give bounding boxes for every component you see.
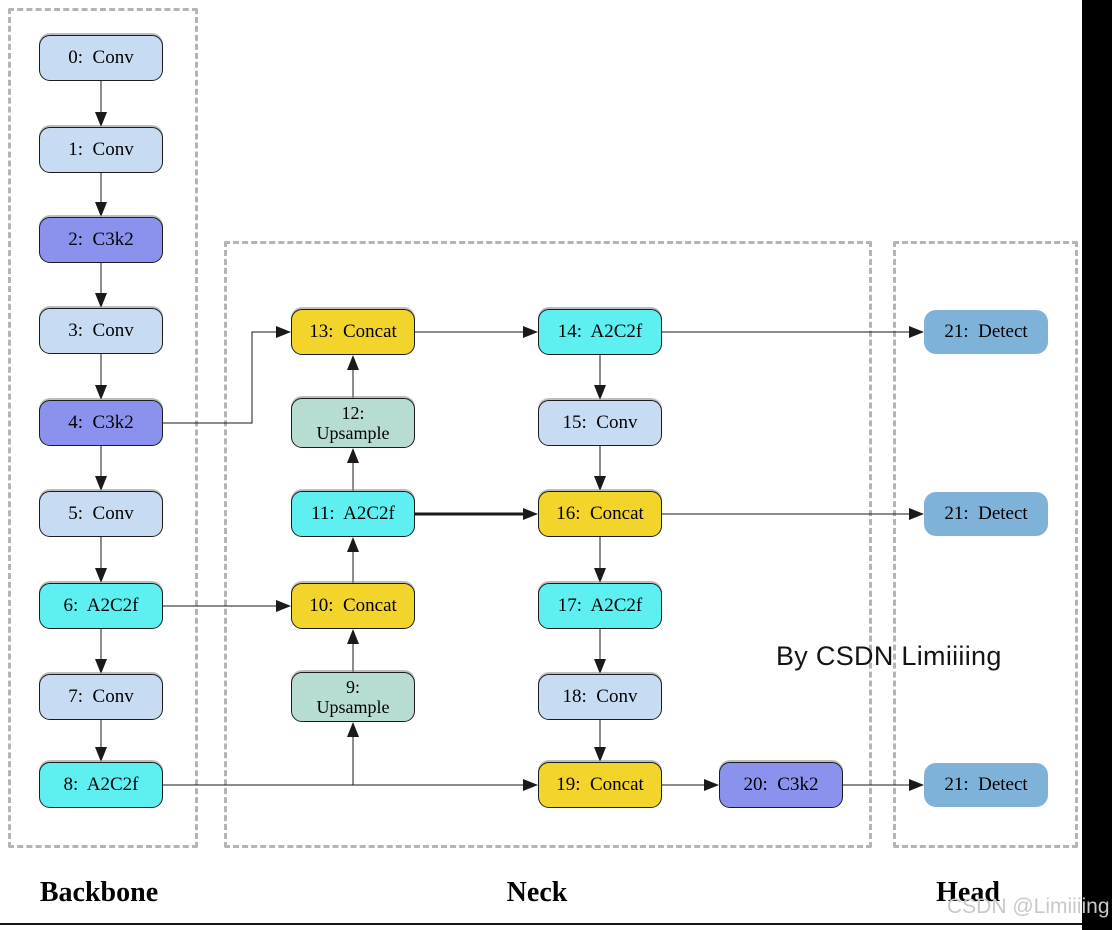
right-black-strip: [1082, 0, 1112, 930]
neck-label: Neck: [506, 877, 568, 908]
node-6-a2c2f: 6: A2C2f: [39, 583, 163, 629]
edge-10-11: [347, 537, 359, 583]
node-21c-detect: 21: Detect: [924, 763, 1048, 807]
edge-0-1: [95, 81, 107, 127]
edge-14-21a: [662, 326, 924, 338]
node-1-conv: 1: Conv: [39, 127, 163, 173]
edge-8-9: [347, 722, 359, 785]
node-7-conv: 7: Conv: [39, 674, 163, 720]
edge-9-10: [347, 629, 359, 672]
node-17-a2c2f: 17: A2C2f: [538, 583, 662, 629]
node-8-a2c2f: 8: A2C2f: [39, 762, 163, 808]
edge-4-5: [95, 446, 107, 491]
edge-5-6: [95, 537, 107, 583]
edge-4-13: [163, 326, 291, 424]
edge-16-21b: [662, 508, 924, 520]
bottom-border-line: [0, 923, 1112, 925]
edge-13-14: [415, 326, 538, 338]
node-16-concat: 16: Concat: [538, 491, 662, 537]
edge-3-4: [95, 354, 107, 400]
edge-11-16: [415, 508, 538, 520]
backbone-region: [8, 8, 198, 848]
edge-11-12: [347, 448, 359, 491]
node-2-c3k2: 2: C3k2: [39, 217, 163, 263]
edge-6-7: [95, 629, 107, 674]
csdn-watermark: CSDN @Limiiiing: [947, 895, 1110, 918]
node-4-c3k2: 4: C3k2: [39, 400, 163, 446]
edge-19-20: [662, 779, 719, 791]
edge-2-3: [95, 263, 107, 308]
edge-1-2: [95, 173, 107, 217]
node-15-conv: 15: Conv: [538, 400, 662, 446]
node-18-conv: 18: Conv: [538, 674, 662, 720]
head-label: Head: [936, 877, 1000, 908]
node-20-c3k2: 20: C3k2: [719, 762, 843, 808]
byline-text: By CSDN Limiiiing: [776, 641, 1002, 671]
node-5-conv: 5: Conv: [39, 491, 163, 537]
node-10-concat: 10: Concat: [291, 583, 415, 629]
node-19-concat: 19: Concat: [538, 762, 662, 808]
edge-14-15: [594, 355, 606, 400]
node-12-upsample: 12: Upsample: [291, 398, 415, 448]
edge-20-21c: [843, 779, 924, 791]
node-14-a2c2f: 14: A2C2f: [538, 309, 662, 355]
neck-region: [224, 241, 872, 848]
edge-12-13: [347, 355, 359, 398]
edge-18-19: [594, 720, 606, 762]
backbone-label: Backbone: [39, 877, 159, 908]
edge-7-8: [95, 720, 107, 762]
node-21a-detect: 21: Detect: [924, 310, 1048, 354]
node-9-upsample: 9: Upsample: [291, 672, 415, 722]
node-21b-detect: 21: Detect: [924, 492, 1048, 536]
edge-6-10: [163, 600, 291, 612]
node-3-conv: 3: Conv: [39, 308, 163, 354]
head-region: [893, 241, 1078, 848]
node-0-conv: 0: Conv: [39, 35, 163, 81]
edge-17-18: [594, 629, 606, 674]
node-11-a2c2f: 11: A2C2f: [291, 491, 415, 537]
edge-8-19: [163, 779, 538, 791]
edge-15-16: [594, 446, 606, 491]
edge-16-17: [594, 537, 606, 583]
node-13-concat: 13: Concat: [291, 309, 415, 355]
